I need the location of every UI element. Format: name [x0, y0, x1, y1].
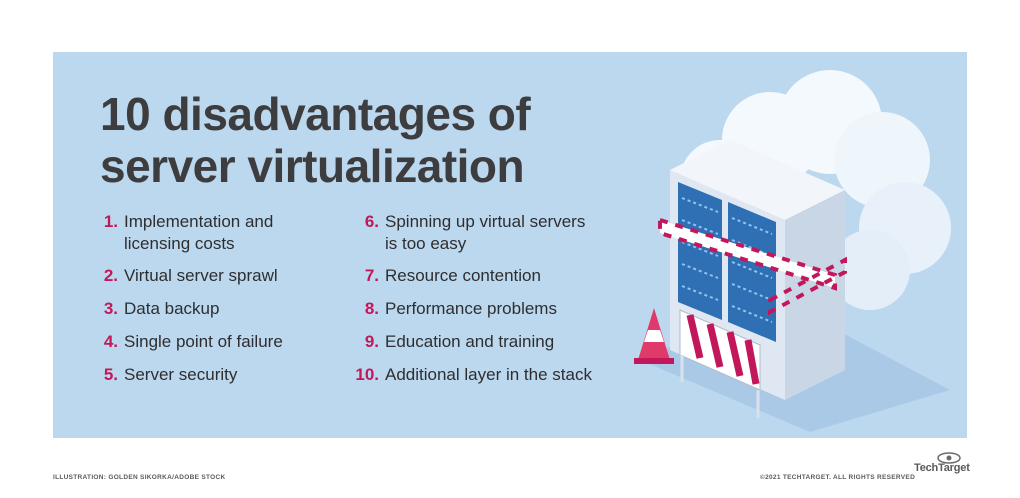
list-item-number: 4. [103, 332, 118, 351]
list-item-number: 7. [364, 266, 379, 285]
list-item-number: 3. [103, 299, 118, 318]
title-line-2: server virtualization [100, 140, 525, 192]
list-item-text: Spinning up virtual servers is too easy [385, 212, 586, 253]
list-item-number: 1. [103, 212, 118, 231]
list-item-text: Additional layer in the stack [385, 365, 592, 384]
list-item: 5. Server security [98, 364, 238, 386]
list-item-number: 10. [355, 365, 379, 384]
list-item-text: Performance problems [385, 299, 557, 318]
warning-tape-icon [658, 217, 847, 316]
list-item-text: Implementation and licensing costs [124, 212, 274, 253]
list-item-text: Single point of failure [124, 332, 283, 351]
list-item: 7. Resource contention [353, 265, 541, 287]
title-line-1: 10 disadvantages of [100, 88, 531, 140]
list-item-number: 9. [364, 332, 379, 351]
list-item-text: Server security [124, 365, 238, 384]
list-item-text: Data backup [124, 299, 220, 318]
list-item-number: 2. [103, 266, 118, 285]
list-item-text: Education and training [385, 332, 555, 351]
traffic-cone-icon [634, 308, 674, 364]
barricade-icon [679, 309, 761, 418]
list-item-text: Virtual server sprawl [124, 266, 278, 285]
eye-icon [937, 452, 961, 464]
list-item: 1. Implementation and licensing costs [98, 211, 274, 255]
list-item: 10. Additional layer in the stack [353, 364, 592, 386]
list-item: 4. Single point of failure [98, 331, 283, 353]
list-item-number: 6. [364, 212, 379, 231]
list-item: 6. Spinning up virtual servers is too ea… [353, 211, 586, 255]
illustration-credit: ILLUSTRATION: GOLDEN SIKORKA/ADOBE STOCK [53, 474, 226, 481]
list-item: 8. Performance problems [353, 298, 557, 320]
copyright-notice: ©2021 TECHTARGET. ALL RIGHTS RESERVED [760, 474, 916, 481]
list-item-text: Resource contention [385, 266, 541, 285]
list-item: 3. Data backup [98, 298, 220, 320]
server-illustration [634, 70, 951, 432]
list-item-number: 8. [364, 299, 379, 318]
page-title: 10 disadvantages of server virtualizatio… [100, 88, 531, 192]
list-item: 2. Virtual server sprawl [98, 265, 278, 287]
list-item: 9. Education and training [353, 331, 554, 353]
list-item-number: 5. [103, 365, 118, 384]
brand-logo: TechTarget [914, 462, 970, 474]
